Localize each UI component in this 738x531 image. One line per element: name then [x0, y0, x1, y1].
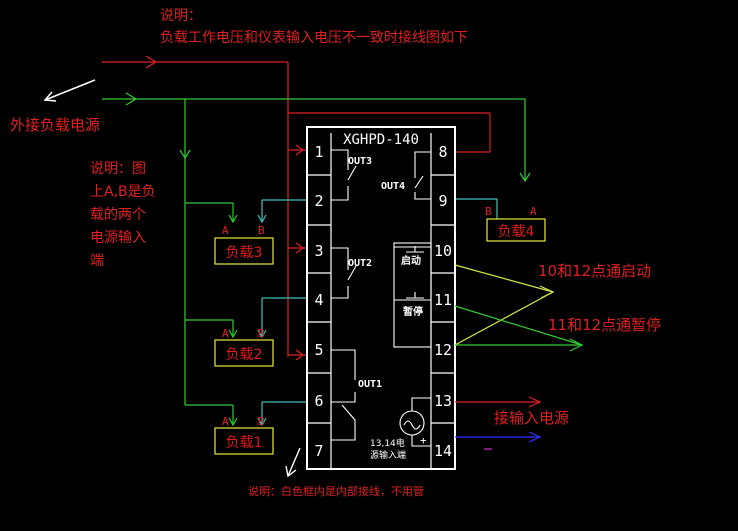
device-model: XGHPD-140 [343, 132, 419, 148]
side-note-line: 端 [90, 253, 104, 269]
start-button-label: 启动 [401, 254, 421, 267]
bottom-arrow [285, 447, 301, 478]
pin-1: 1 [314, 143, 323, 161]
load-3-a: A [222, 224, 229, 237]
load-2-b: B [258, 327, 265, 340]
load-1-box [214, 427, 274, 455]
load-4-label: 负载4 [498, 224, 535, 240]
external-supply-label: 外接负载电源 [10, 116, 100, 134]
load-3-b: B [258, 224, 265, 237]
side-note-line: 上A,B是负 [90, 184, 156, 200]
pin-5: 5 [314, 341, 323, 359]
load-3-box [214, 237, 274, 265]
pin-6: 6 [314, 392, 323, 410]
pause-note: 11和12点通暂停 [548, 316, 661, 334]
pin-12: 12 [434, 341, 452, 359]
power-input-line2: 源输入端 [370, 449, 406, 461]
out1-label: OUT1 [358, 379, 382, 390]
plus-sign: + [420, 434, 427, 447]
power-input-line1: 13,14电 [370, 437, 405, 449]
title-label: 说明： [160, 8, 202, 24]
load-2-a: A [222, 327, 229, 340]
load-4-box [486, 218, 546, 242]
load-4-b: B [485, 205, 492, 218]
out4-label: OUT4 [381, 181, 405, 192]
pin-2: 2 [314, 192, 323, 210]
pin-13: 13 [434, 392, 452, 410]
load-1-a: A [222, 415, 229, 428]
pin-8: 8 [438, 143, 447, 161]
title-text: 负载工作电压和仪表输入电压不一致时接线图如下 [160, 29, 468, 46]
internal-wiring [331, 149, 432, 447]
pin-3: 3 [314, 242, 323, 260]
load-4-a: A [530, 205, 537, 218]
cyan-load-wires [257, 198, 498, 427]
out2-label: OUT2 [348, 258, 372, 269]
bottom-note: 说明：白色框内是内部接线，不用管 [248, 484, 424, 498]
load-2-label: 负载2 [226, 347, 263, 363]
external-supply-arrow [43, 79, 96, 102]
pin-11: 11 [434, 291, 452, 309]
power-input-wires [455, 396, 542, 450]
green-return-wire [102, 92, 531, 427]
load-2-box [214, 339, 274, 367]
pin-7: 7 [314, 442, 323, 460]
power-input-note: 接输入电源 [494, 409, 569, 427]
device: XGHPD-140 1 2 3 4 5 6 7 [306, 126, 456, 470]
load-4: B A 负载4 [485, 205, 546, 242]
side-note-line: 电源输入 [90, 230, 146, 246]
left-pins [307, 133, 332, 469]
load-1-b: B [258, 415, 265, 428]
load-1: A B 负载1 [214, 415, 274, 455]
out3-label: OUT3 [348, 156, 372, 167]
load-2: A B 负载2 [214, 327, 274, 367]
load-1-label: 负载1 [226, 435, 263, 451]
side-note: 说明：图 上A,B是负 载的两个 电源输入 端 [90, 161, 156, 269]
load-3: A B 负载3 [214, 224, 274, 265]
pin-4: 4 [314, 291, 323, 309]
pause-button-label: 暂停 [403, 305, 423, 318]
side-note-line: 载的两个 [90, 207, 146, 223]
start-pause-wires [454, 264, 584, 352]
pin-14: 14 [434, 442, 452, 460]
load-3-label: 负载3 [226, 245, 263, 261]
pin-9: 9 [438, 192, 447, 210]
side-note-line: 说明：图 [90, 161, 146, 177]
red-supply-wire [102, 55, 491, 361]
device-outline [306, 126, 456, 470]
pin-10: 10 [434, 242, 452, 260]
start-note: 10和12点通启动 [538, 262, 651, 280]
